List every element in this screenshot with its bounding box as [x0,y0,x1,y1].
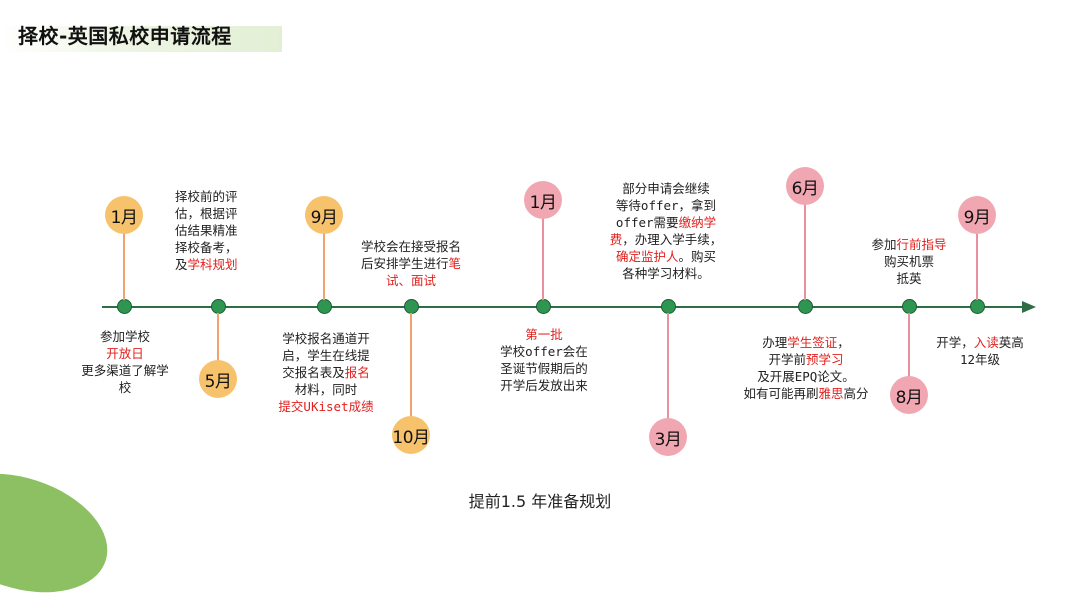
timeline-node [117,299,132,314]
note-open-day: 参加学校 开放日 更多渠道了解学 校 [81,329,169,395]
month-bubble-aug: 8月 [890,376,928,414]
timeline-node [536,299,551,314]
stem-connector [667,313,669,419]
timeline-line [102,306,1024,308]
timeline-node [798,299,813,314]
timeline-node [211,299,226,314]
page-title: 择校-英国私校申请流程 [18,24,232,48]
stem-connector [976,232,978,300]
title-underline-band [0,26,282,52]
corner-decoration [0,452,123,613]
timeline-node [404,299,419,314]
stem-connector [410,313,412,418]
stem-connector [804,204,806,300]
note-first-offers: 第一批 学校offer会在 圣诞节假期后的 开学后发放出来 [500,327,588,393]
timeline-arrow-icon [1022,301,1036,313]
note-fees-guardian: 部分申请会继续 等待offer，拿到 offer需要缴纳学 费，办理入学手续， … [609,181,723,281]
note-visa: 办理学生签证， 开学前预学习 及开展EPQ论文。 如有可能再刷雅思高分 [743,335,869,401]
month-bubble-may: 5月 [199,360,237,398]
timeline-node [902,299,917,314]
month-bubble-jun: 6月 [786,167,824,205]
month-bubble-oct: 10月 [392,416,430,454]
timeline-node [661,299,676,314]
month-bubble-sep-2: 9月 [958,196,996,234]
month-bubble-jan-2: 1月 [524,181,562,219]
stem-connector [217,313,219,361]
timeline-node [970,299,985,314]
month-bubble-jan: 1月 [105,196,143,234]
diagram-caption: 提前1.5 年准备规划 [468,492,612,511]
month-bubble-sep: 9月 [305,196,343,234]
note-enrolment: 开学，入读英高 12年级 [936,335,1024,367]
note-pre-departure: 参加行前指导 购买机票 抵英 [871,237,947,286]
stem-connector [323,232,325,300]
note-registration: 学校报名通道开 启，学生在线提 交报名表及报名 材料，同时 提交UKiset成绩 [278,331,374,414]
month-bubble-mar: 3月 [649,418,687,456]
note-assessment: 择校前的评 估，根据评 估结果精准 择校备考， 及学科规划 [175,189,238,272]
timeline-node [317,299,332,314]
note-tests: 学校会在接受报名 后安排学生进行笔 试、面试 [360,239,462,288]
stem-connector [908,313,910,377]
stem-connector [542,218,544,300]
stem-connector [123,232,125,300]
